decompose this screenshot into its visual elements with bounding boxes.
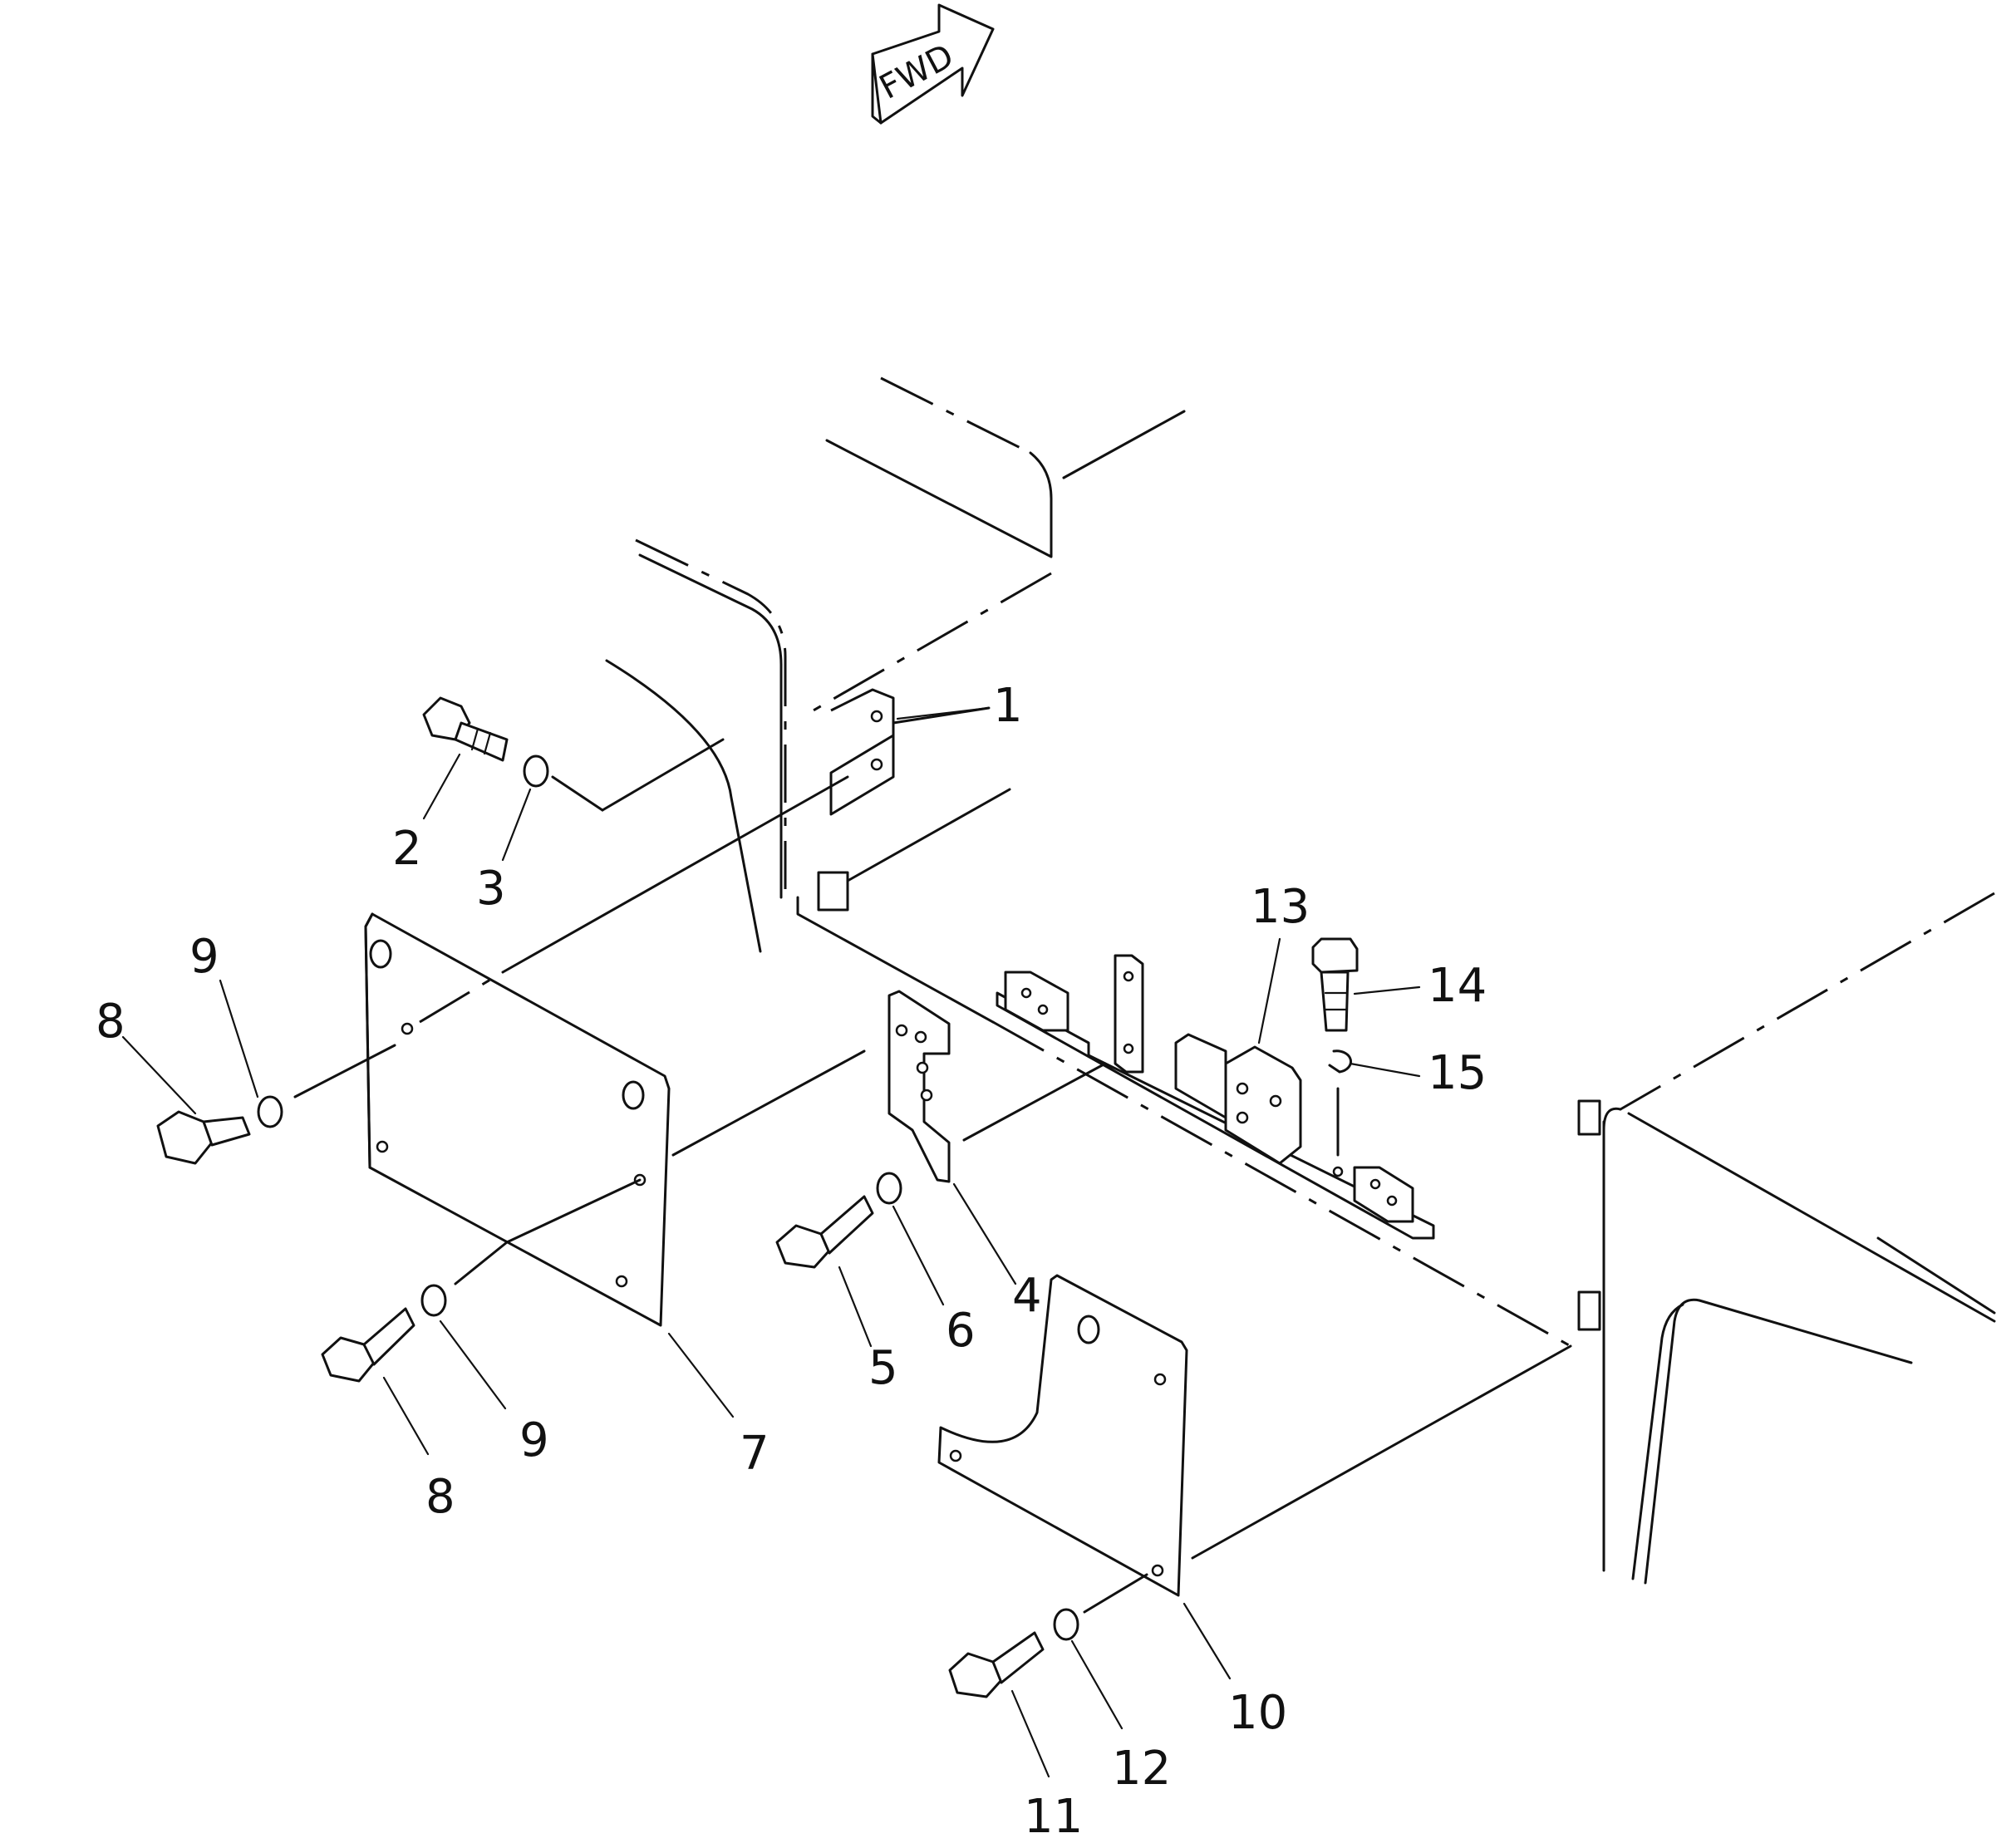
callout-3: 3 bbox=[476, 862, 506, 916]
callout-6: 6 bbox=[946, 1304, 976, 1358]
bolt-part-2-icon bbox=[422, 696, 509, 762]
washer-part-12-icon bbox=[1053, 1608, 1079, 1641]
callout-10: 10 bbox=[1228, 1686, 1287, 1740]
callout-11: 11 bbox=[1024, 1790, 1083, 1844]
callout-1: 1 bbox=[993, 679, 1023, 733]
washer-part-3-icon bbox=[523, 754, 549, 788]
plate-part-10 bbox=[937, 1274, 1572, 1597]
rail-assembly-part-13 bbox=[996, 954, 1435, 1240]
callout-4: 4 bbox=[1012, 1269, 1042, 1323]
bolt-part-8-upper-icon bbox=[156, 1110, 251, 1165]
leader-lines bbox=[121, 706, 1421, 1778]
spring-washer-part-15-icon bbox=[1328, 1049, 1353, 1074]
lower-right-body bbox=[992, 892, 1996, 1585]
callout-8-upper: 8 bbox=[96, 995, 125, 1049]
callout-labels: 1 2 3 4 5 6 7 8 9 8 9 10 11 12 13 14 15 bbox=[96, 679, 1487, 1844]
bracket-part-1 bbox=[817, 688, 1011, 912]
callout-13: 13 bbox=[1251, 880, 1310, 934]
callout-12: 12 bbox=[1112, 1742, 1171, 1796]
callout-9-upper: 9 bbox=[189, 930, 219, 984]
plate-part-7 bbox=[364, 775, 849, 1327]
washer-part-6-icon bbox=[876, 1172, 902, 1205]
callout-2: 2 bbox=[392, 822, 422, 876]
washer-part-9-lower-icon bbox=[420, 1284, 447, 1317]
callout-14: 14 bbox=[1428, 959, 1487, 1013]
bolt-part-11-icon bbox=[948, 1631, 1045, 1698]
callout-5: 5 bbox=[868, 1341, 898, 1395]
bolt-part-14-icon bbox=[1311, 937, 1359, 1032]
bolt-part-8-lower-icon bbox=[321, 1307, 415, 1383]
bracket-part-4 bbox=[671, 990, 1107, 1183]
fwd-arrow-icon: FWD bbox=[871, 3, 995, 125]
washer-part-9-upper-icon bbox=[257, 1095, 283, 1128]
callout-15: 15 bbox=[1428, 1046, 1487, 1100]
callout-9-lower: 9 bbox=[519, 1413, 549, 1467]
callout-7: 7 bbox=[740, 1427, 769, 1481]
bolt-part-5-icon bbox=[775, 1195, 874, 1269]
upper-body-outline bbox=[601, 376, 1186, 1024]
callout-8-lower: 8 bbox=[425, 1470, 455, 1524]
